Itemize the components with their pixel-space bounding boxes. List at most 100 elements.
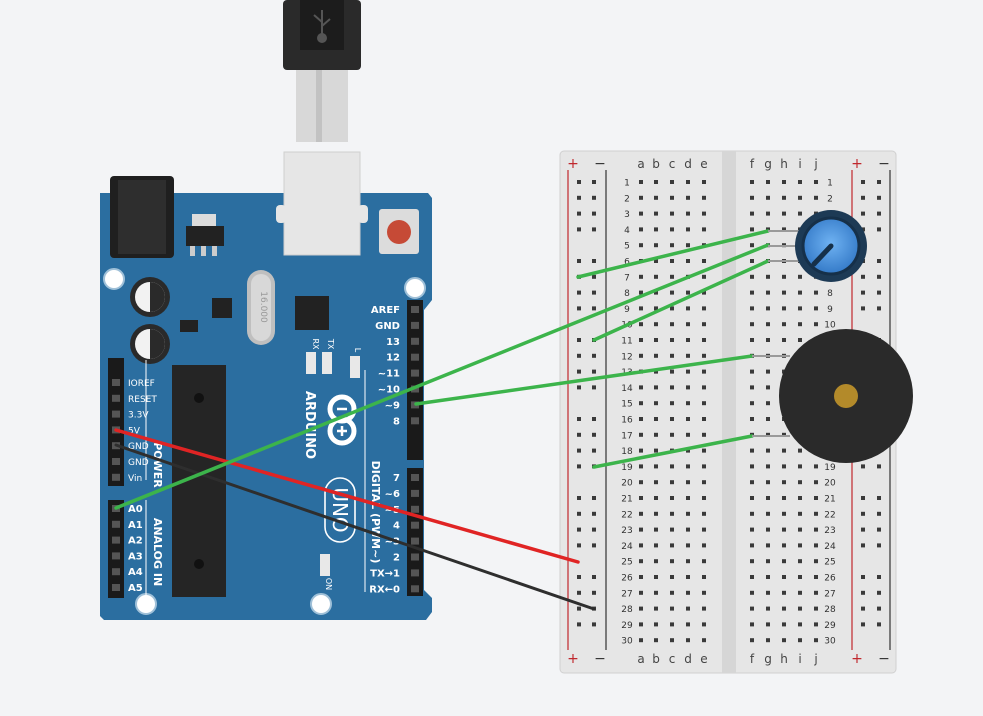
rail-hole[interactable] xyxy=(592,527,596,532)
breadboard-hole[interactable] xyxy=(686,543,690,548)
breadboard-hole[interactable] xyxy=(750,290,754,295)
rail-hole[interactable] xyxy=(577,575,581,579)
rail-hole[interactable] xyxy=(592,385,596,390)
breadboard-hole[interactable] xyxy=(686,432,690,437)
breadboard-hole[interactable] xyxy=(814,290,818,295)
breadboard-hole[interactable] xyxy=(654,575,658,579)
breadboard-hole[interactable] xyxy=(686,401,690,406)
breadboard-hole[interactable] xyxy=(766,432,770,437)
breadboard-hole[interactable] xyxy=(750,195,754,200)
rail-hole[interactable] xyxy=(592,211,596,216)
breadboard-hole[interactable] xyxy=(814,622,818,627)
arduino-board[interactable]: 16.000 RX TX L ON xyxy=(100,151,432,620)
breadboard-hole[interactable] xyxy=(670,559,674,564)
breadboard-hole[interactable] xyxy=(654,353,658,358)
breadboard-hole[interactable] xyxy=(654,559,658,564)
breadboard-hole[interactable] xyxy=(670,353,674,358)
rail-hole[interactable] xyxy=(592,195,596,200)
breadboard-hole[interactable] xyxy=(782,543,786,548)
reset-button[interactable] xyxy=(379,209,419,254)
rail-hole[interactable] xyxy=(861,511,865,516)
breadboard-hole[interactable] xyxy=(639,448,643,453)
breadboard-hole[interactable] xyxy=(798,559,802,564)
breadboard-hole[interactable] xyxy=(766,527,770,532)
rail-hole[interactable] xyxy=(592,353,596,358)
breadboard-hole[interactable] xyxy=(702,480,706,485)
breadboard-hole[interactable] xyxy=(798,338,802,342)
breadboard-hole[interactable] xyxy=(814,590,818,595)
breadboard-hole[interactable] xyxy=(798,464,802,469)
header-pin-socket[interactable] xyxy=(112,458,120,465)
rail-hole[interactable] xyxy=(577,353,581,358)
breadboard-hole[interactable] xyxy=(639,195,643,200)
breadboard-hole[interactable] xyxy=(654,338,658,342)
breadboard-hole[interactable] xyxy=(639,590,643,595)
breadboard-hole[interactable] xyxy=(750,464,754,469)
breadboard-hole[interactable] xyxy=(654,195,658,200)
rail-hole[interactable] xyxy=(577,211,581,216)
rail-hole[interactable] xyxy=(577,369,581,374)
breadboard-hole[interactable] xyxy=(639,559,643,564)
breadboard-hole[interactable] xyxy=(670,543,674,548)
breadboard-hole[interactable] xyxy=(639,401,643,406)
breadboard-hole[interactable] xyxy=(798,527,802,532)
rail-hole[interactable] xyxy=(592,274,596,279)
wire-pot-ground[interactable] xyxy=(592,259,770,342)
breadboard-hole[interactable] xyxy=(639,211,643,216)
breadboard-hole[interactable] xyxy=(798,622,802,627)
breadboard-hole[interactable] xyxy=(766,448,770,453)
breadboard-hole[interactable] xyxy=(639,322,643,327)
breadboard-hole[interactable] xyxy=(686,322,690,327)
wire-5v-power[interactable] xyxy=(114,428,580,564)
header-pin-socket[interactable] xyxy=(112,520,120,528)
rail-hole[interactable] xyxy=(577,417,581,421)
rail-hole[interactable] xyxy=(592,227,596,232)
breadboard-hole[interactable] xyxy=(798,290,802,295)
breadboard-hole[interactable] xyxy=(766,417,770,421)
header-pin-socket[interactable] xyxy=(411,553,419,561)
breadboard-hole[interactable] xyxy=(702,448,706,453)
breadboard-hole[interactable] xyxy=(639,432,643,437)
breadboard-hole[interactable] xyxy=(686,527,690,532)
breadboard-hole[interactable] xyxy=(639,575,643,579)
rail-hole[interactable] xyxy=(577,527,581,532)
breadboard-hole[interactable] xyxy=(670,606,674,611)
breadboard-hole[interactable] xyxy=(798,590,802,595)
breadboard-hole[interactable] xyxy=(750,338,754,342)
breadboard-hole[interactable] xyxy=(782,448,786,453)
breadboard-hole[interactable] xyxy=(686,496,690,500)
header-pin-socket[interactable] xyxy=(112,552,120,560)
rail-hole[interactable] xyxy=(861,590,865,595)
rail-hole[interactable] xyxy=(861,527,865,532)
breadboard-hole[interactable] xyxy=(670,480,674,485)
breadboard-hole[interactable] xyxy=(766,211,770,216)
rail-hole[interactable] xyxy=(592,180,596,184)
breadboard-hole[interactable] xyxy=(639,353,643,358)
breadboard-hole[interactable] xyxy=(670,180,674,184)
breadboard-hole[interactable] xyxy=(782,464,786,469)
rail-hole[interactable] xyxy=(861,306,865,311)
header-pin-socket[interactable] xyxy=(411,417,419,425)
breadboard-hole[interactable] xyxy=(782,480,786,485)
breadboard-hole[interactable] xyxy=(798,448,802,453)
breadboard-hole[interactable] xyxy=(750,527,754,532)
wire-a0-pot[interactable] xyxy=(114,243,770,510)
breadboard-hole[interactable] xyxy=(670,243,674,248)
breadboard-hole[interactable] xyxy=(782,290,786,295)
header-pin-socket[interactable] xyxy=(411,537,419,545)
breadboard-hole[interactable] xyxy=(670,195,674,200)
breadboard-hole[interactable] xyxy=(702,543,706,548)
header-pin-socket[interactable] xyxy=(112,584,120,591)
rail-hole[interactable] xyxy=(861,211,865,216)
rail-hole[interactable] xyxy=(577,259,581,263)
rail-hole[interactable] xyxy=(577,195,581,200)
breadboard-hole[interactable] xyxy=(750,401,754,406)
breadboard-hole[interactable] xyxy=(798,496,802,500)
header-pin-socket[interactable] xyxy=(411,306,419,313)
breadboard-hole[interactable] xyxy=(702,622,706,627)
rail-hole[interactable] xyxy=(877,274,881,279)
usb-cable[interactable] xyxy=(283,0,361,142)
breadboard-hole[interactable] xyxy=(782,322,786,327)
breadboard-hole[interactable] xyxy=(702,353,706,358)
breadboard-hole[interactable] xyxy=(686,227,690,232)
